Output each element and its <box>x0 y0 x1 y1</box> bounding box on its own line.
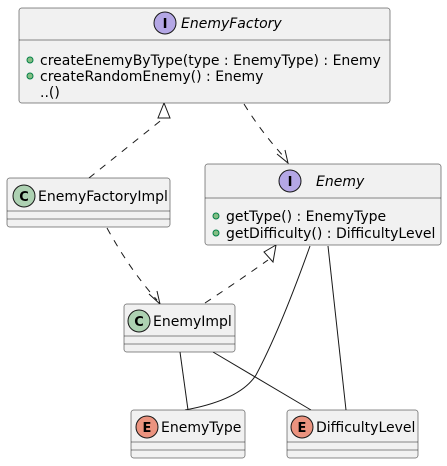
edge-enemy-enemytype <box>184 245 311 411</box>
class-enemytype[interactable]: E EnemyType <box>130 409 246 459</box>
realization-arrowhead <box>157 101 171 119</box>
class-difficultylevel[interactable]: E DifficultyLevel <box>286 409 419 459</box>
class-name: EnemyType <box>161 420 241 436</box>
public-method-icon <box>26 72 34 80</box>
edge-enemyfactoryimpl-depends-enemyimpl <box>106 227 161 306</box>
edge-enemyimpl-realizes-enemy <box>204 244 277 304</box>
realization-arrowhead <box>263 244 277 264</box>
edge-enemyfactoryimpl-realizes-enemyfactory <box>88 101 171 179</box>
method-label: createRandomEnemy() : Enemy <box>40 69 263 85</box>
edge-enemyimpl-difficultylevel <box>212 351 312 411</box>
class-name: EnemyImpl <box>153 314 232 330</box>
class-badge-icon <box>12 184 36 208</box>
method-label: getDifficulty() : DifficultyLevel <box>226 226 435 242</box>
interface-badge-icon <box>278 169 302 193</box>
enum-badge-icon <box>290 415 314 439</box>
badge-letter: E <box>143 421 152 436</box>
interface-badge-icon <box>153 11 177 35</box>
class-enemyfactoryimpl[interactable]: C EnemyFactoryImpl <box>6 177 171 228</box>
badge-letter: I <box>163 17 168 32</box>
method-label: ..() <box>40 85 60 101</box>
public-method-icon <box>26 56 34 64</box>
class-badge-icon <box>127 309 151 333</box>
public-method-icon <box>212 212 220 220</box>
badge-letter: I <box>288 175 293 190</box>
method-label: createEnemyByType(type : EnemyType) : En… <box>40 53 381 69</box>
class-enemy[interactable]: I Enemy getType() : EnemyType getDifficu… <box>204 163 442 246</box>
class-name: EnemyFactoryImpl <box>38 189 168 205</box>
enum-badge-icon <box>135 415 159 439</box>
badge-letter: E <box>298 421 307 436</box>
badge-letter: C <box>134 315 144 330</box>
class-enemyfactory[interactable]: I EnemyFactory createEnemyByType(type : … <box>18 7 391 104</box>
public-method-icon <box>212 229 220 237</box>
badge-letter: C <box>19 190 29 205</box>
class-name: Enemy <box>316 174 365 190</box>
class-enemyimpl[interactable]: C EnemyImpl <box>123 303 236 353</box>
edges <box>88 101 347 411</box>
edge-enemyfactory-depends-enemy <box>243 103 289 165</box>
edge-enemyimpl-enemytype <box>179 351 189 411</box>
edge-enemy-difficultylevel <box>327 245 347 411</box>
class-name: EnemyFactory <box>181 16 282 32</box>
dependency-arrowhead <box>276 149 289 165</box>
class-name: DifficultyLevel <box>316 420 415 436</box>
method-label: getType() : EnemyType <box>226 209 386 225</box>
